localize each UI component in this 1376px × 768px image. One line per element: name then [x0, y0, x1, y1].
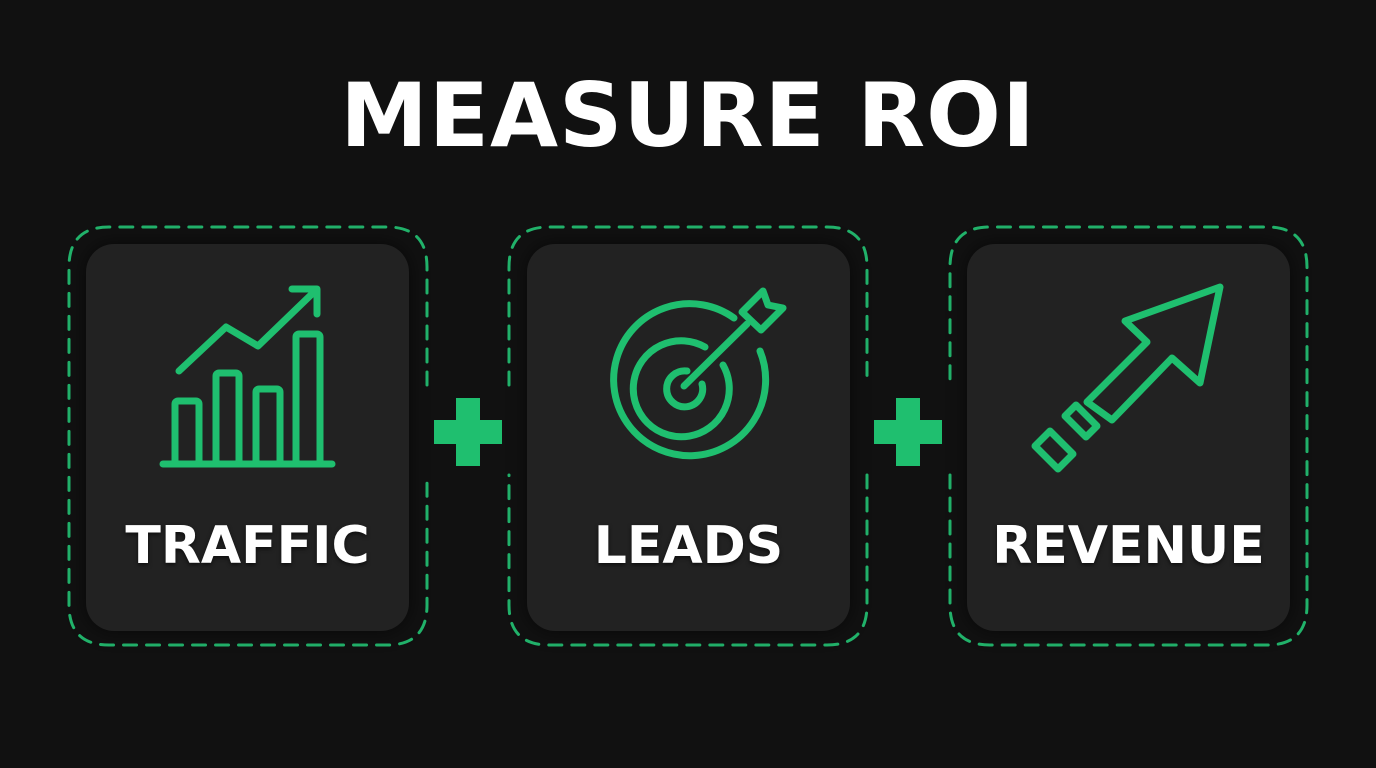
bar-chart-trend-up-icon — [159, 285, 336, 468]
plus-icon — [874, 398, 942, 466]
card-revenue: REVENUE — [967, 244, 1290, 631]
card-label-leads: LEADS — [593, 516, 784, 576]
card-traffic: TRAFFIC — [86, 244, 409, 631]
card-label-traffic: TRAFFIC — [125, 516, 370, 576]
page-title: MEASURE ROI — [340, 64, 1036, 167]
arrow-up-right-icon — [1031, 283, 1224, 473]
target-arrow-icon — [610, 287, 787, 460]
card-leads: LEADS — [527, 244, 850, 631]
card-label-revenue: REVENUE — [992, 516, 1265, 576]
plus-icon — [434, 398, 502, 466]
